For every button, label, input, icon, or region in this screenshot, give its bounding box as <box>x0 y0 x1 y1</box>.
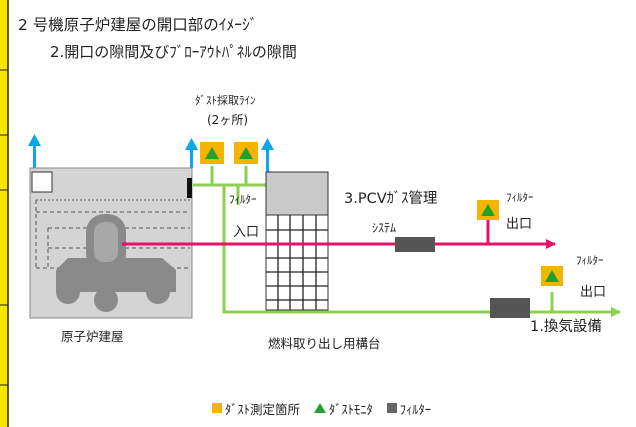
dust-point-square-icon <box>234 142 258 164</box>
system-label: ｼｽﾃﾑ <box>372 221 396 235</box>
vent-filter-label: ﾌｨﾙﾀｰ <box>576 254 604 267</box>
dust-point-square-icon <box>477 200 499 220</box>
filter-top-label: ﾌｨﾙﾀｰ <box>229 193 257 206</box>
legend-filter-label: ﾌｨﾙﾀｰ <box>399 401 432 417</box>
legend-dust-point-label: ﾀﾞｽﾄ測定箇所 <box>225 401 301 417</box>
vent-outlet-label: 出口 <box>580 285 606 300</box>
legend-item-dust-monitor: ﾀﾞｽﾄﾓﾆﾀ <box>314 399 373 418</box>
reactor-vessel-shape <box>56 214 176 312</box>
dust-sampling-line-label: ﾀﾞｽﾄ採取ﾗｲﾝ <box>195 93 256 107</box>
legend-item-filter: ﾌｨﾙﾀｰ <box>386 399 432 418</box>
dust-point-square-icon <box>541 266 563 286</box>
legend-item-dust-point: ﾀﾞｽﾄ測定箇所 <box>212 399 300 418</box>
ventilation-flow-line <box>193 166 621 317</box>
fuel-structure-label: 燃料取り出し用構台 <box>268 336 381 351</box>
reactor-building-label: 原子炉建屋 <box>61 329 124 344</box>
dust-sampling-count-label: (2ヶ所) <box>207 113 248 127</box>
dust-point-square-icon <box>200 142 224 164</box>
pcv-outlet-label: 出口 <box>506 217 532 232</box>
up-arrow-icon <box>28 134 41 168</box>
left-edge-strip <box>0 0 9 427</box>
diagram-subtitle: 2.開口の隙間及びﾌﾞﾛｰｱｳﾄﾊﾟﾈﾙの隙間 <box>50 43 297 61</box>
ventilation-label: 1.換気設備 <box>530 318 602 335</box>
dust-monitor-triangle-icon <box>314 403 327 413</box>
filter-box-icon <box>386 403 397 413</box>
filter-box-icon <box>395 237 435 252</box>
filter-box-icon <box>490 298 530 318</box>
entrance-label: 入口 <box>233 225 259 240</box>
pcv-gas-flow-line <box>122 218 556 249</box>
pcv-gas-label: 3.PCVｶﾞｽ管理 <box>344 190 438 207</box>
diagram-title: 2 号機原子炉建屋の開口部のｲﾒｰｼﾞ <box>18 16 258 34</box>
dust-point-square-icon <box>212 403 222 413</box>
legend-dust-monitor-label: ﾀﾞｽﾄﾓﾆﾀ <box>329 401 373 417</box>
up-arrow-icon <box>261 138 274 172</box>
fuel-handling-structure <box>265 171 329 311</box>
pcv-filter-label: ﾌｨﾙﾀｰ <box>506 191 534 204</box>
up-arrow-icon <box>185 138 198 168</box>
legend: ﾀﾞｽﾄ測定箇所 ﾀﾞｽﾄﾓﾆﾀ ﾌｨﾙﾀｰ <box>212 398 445 418</box>
